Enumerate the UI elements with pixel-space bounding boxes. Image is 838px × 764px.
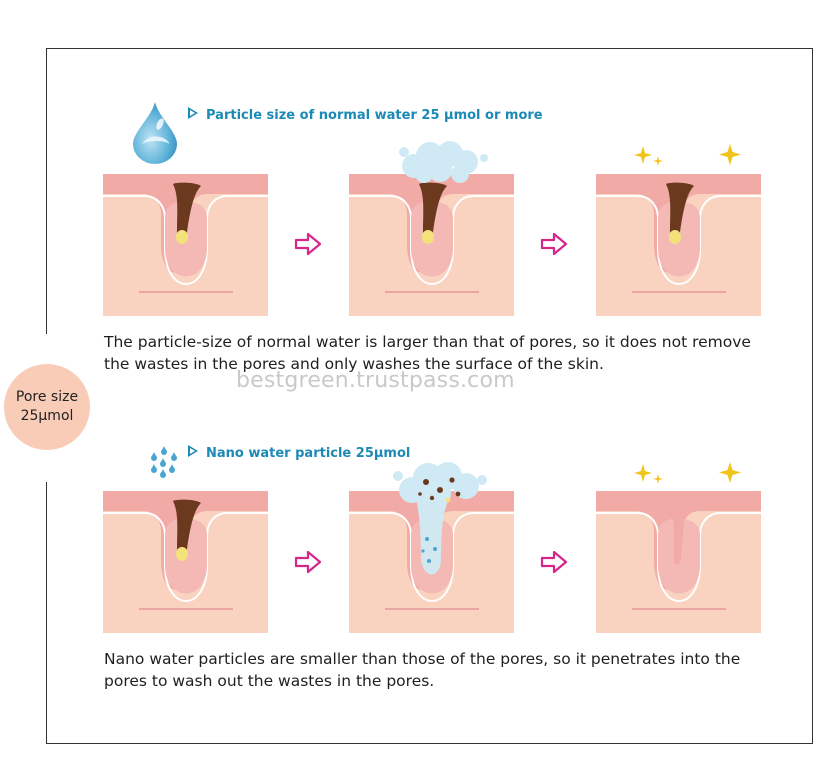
watermark: bestgreen.trustpass.com [236, 368, 515, 393]
section1-description: The particle-size of normal water is lar… [104, 333, 751, 373]
skin-panel-2c [596, 491, 761, 633]
skin-panel-1a [103, 174, 268, 316]
sparkle-icon [634, 462, 741, 484]
skin-panel-1c [596, 174, 761, 316]
arrow-right-icon [294, 550, 322, 574]
foam-bubbles-icon [399, 141, 488, 183]
foam-bubbles-icon [393, 462, 487, 507]
section2-title: Nano water particle 25µmol [188, 445, 410, 461]
section1-title: Particle size of normal water 25 µmol or… [188, 107, 543, 123]
badge-line-1: Pore size [15, 389, 79, 405]
skin-panel-2b [349, 491, 514, 633]
skin-panel-2a [103, 491, 268, 633]
arrow-right-icon [540, 232, 568, 256]
skin-panel-1b [349, 174, 514, 316]
sparkle-icon [634, 144, 741, 166]
triangle-bullet-icon [188, 107, 198, 119]
arrow-right-icon [540, 550, 568, 574]
triangle-bullet-icon [188, 445, 198, 457]
nano-droplets-icon [151, 446, 177, 478]
badge-line-2: 25µmol [20, 408, 74, 424]
water-drop-icon [133, 102, 177, 164]
pore-size-badge: Pore size 25µmol [4, 364, 90, 450]
arrow-right-icon [294, 232, 322, 256]
section2-description: Nano water particles are smaller than th… [104, 650, 741, 690]
